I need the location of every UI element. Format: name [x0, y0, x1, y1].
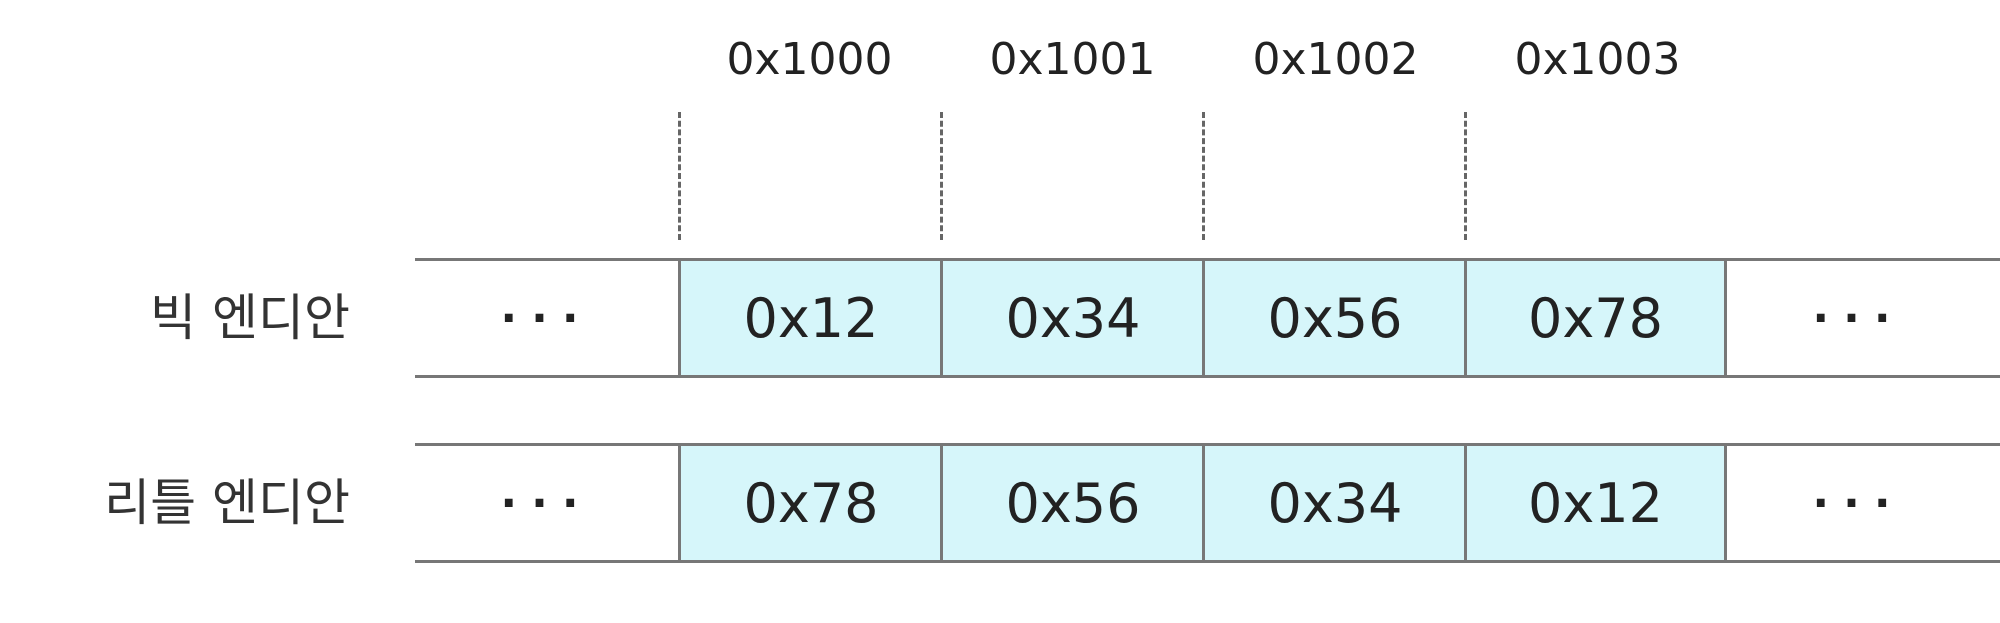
address-label-0x1000: 0x1000	[726, 34, 893, 85]
byte-cell: 0x34	[940, 261, 1203, 375]
big-endian-memory-strip: ··· 0x12 0x34 0x56 0x78 ···	[415, 258, 2000, 378]
address-label-0x1003: 0x1003	[1514, 34, 1681, 85]
leading-ellipsis: ···	[500, 477, 593, 529]
trailing-ellipsis: ···	[1812, 477, 1905, 529]
byte-cell: 0x56	[1202, 261, 1465, 375]
byte-cell: 0x34	[1202, 446, 1465, 560]
address-guide-line	[1202, 112, 1205, 240]
address-guide-line	[1464, 112, 1467, 240]
byte-cell: 0x78	[1464, 261, 1727, 375]
byte-cell: 0x12	[678, 261, 941, 375]
address-guide-line	[678, 112, 681, 240]
trailing-ellipsis: ···	[1812, 292, 1905, 344]
little-endian-memory-strip: ··· 0x78 0x56 0x34 0x12 ···	[415, 443, 2000, 563]
leading-ellipsis: ···	[500, 292, 593, 344]
big-endian-label: 빅 엔디안	[150, 289, 350, 347]
address-label-0x1001: 0x1001	[989, 34, 1156, 85]
address-label-0x1002: 0x1002	[1252, 34, 1419, 85]
little-endian-label: 리틀 엔디안	[104, 474, 350, 532]
byte-cell: 0x78	[678, 446, 941, 560]
address-guide-line	[940, 112, 943, 240]
byte-cell: 0x56	[940, 446, 1203, 560]
byte-cell: 0x12	[1464, 446, 1727, 560]
